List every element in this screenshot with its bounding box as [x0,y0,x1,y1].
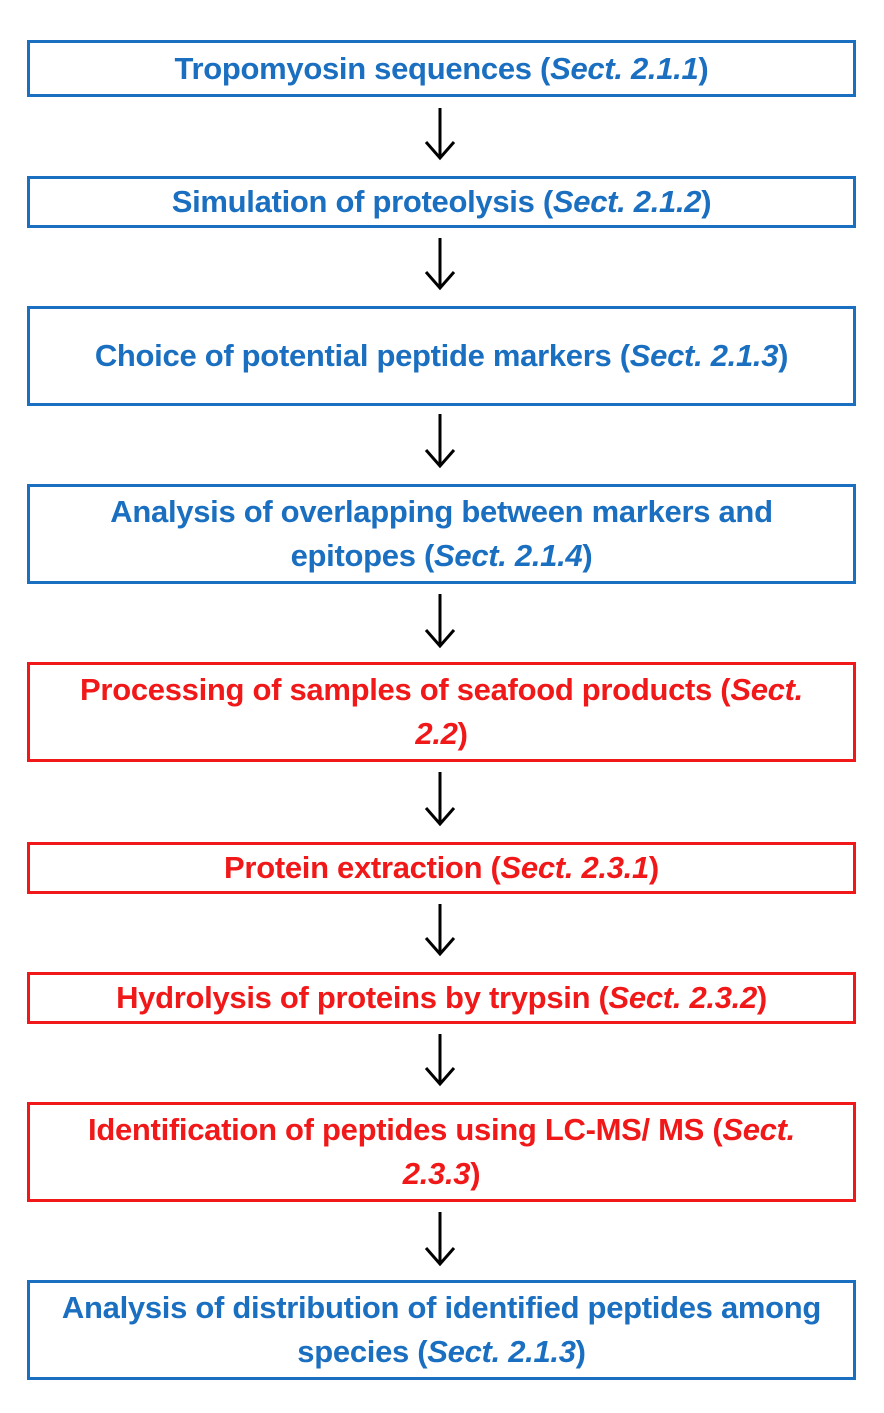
step-7-section-ref: Sect. 2.3.2 [608,980,758,1015]
step-8-box: Identification of peptides using LC-MS/ … [27,1102,856,1202]
step-7-box: Hydrolysis of proteins by trypsin (Sect.… [27,972,856,1024]
step-7-label: Hydrolysis of proteins by trypsin (Sect.… [116,980,767,1015]
step-9-section-ref: Sect. 2.1.3 [427,1334,576,1369]
arrow-7-icon [420,1032,460,1088]
step-5-section-ref: Sect. 2.2 [415,672,803,751]
step-8-section-ref: Sect. 2.3.3 [402,1112,796,1191]
step-2-box: Simulation of proteolysis (Sect. 2.1.2) [27,176,856,228]
step-1-box: Tropomyosin sequences (Sect. 2.1.1) [27,40,856,97]
step-9-box: Analysis of distribution of identified p… [27,1280,856,1380]
step-9-label: Analysis of distribution of identified p… [61,1290,822,1369]
step-4-label: Analysis of overlapping between markers … [110,494,773,573]
step-3-section-ref: Sect. 2.1.3 [629,338,779,373]
arrow-4-icon [420,592,460,650]
step-3-box: Choice of potential peptide markers (Sec… [27,306,856,406]
step-4-box: Analysis of overlapping between markers … [27,484,856,584]
step-2-section-ref: Sect. 2.1.2 [552,184,702,219]
arrow-6-icon [420,902,460,958]
step-6-section-ref: Sect. 2.3.1 [500,850,650,885]
step-1-label: Tropomyosin sequences (Sect. 2.1.1) [174,50,709,86]
step-8-label: Identification of peptides using LC-MS/ … [88,1112,796,1191]
arrow-5-icon [420,770,460,828]
step-5-label: Processing of samples of seafood product… [80,672,803,751]
step-4-section-ref: Sect. 2.1.4 [434,538,583,573]
step-6-label: Protein extraction (Sect. 2.3.1) [224,850,659,885]
arrow-3-icon [420,412,460,470]
arrow-2-icon [420,236,460,292]
step-3-label: Choice of potential peptide markers (Sec… [94,338,789,373]
step-6-box: Protein extraction (Sect. 2.3.1) [27,842,856,894]
step-2-label: Simulation of proteolysis (Sect. 2.1.2) [171,184,712,219]
arrow-1-icon [420,106,460,162]
arrow-8-icon [420,1210,460,1268]
step-5-box: Processing of samples of seafood product… [27,662,856,762]
step-1-section-ref: Sect. 2.1.1 [550,50,699,86]
